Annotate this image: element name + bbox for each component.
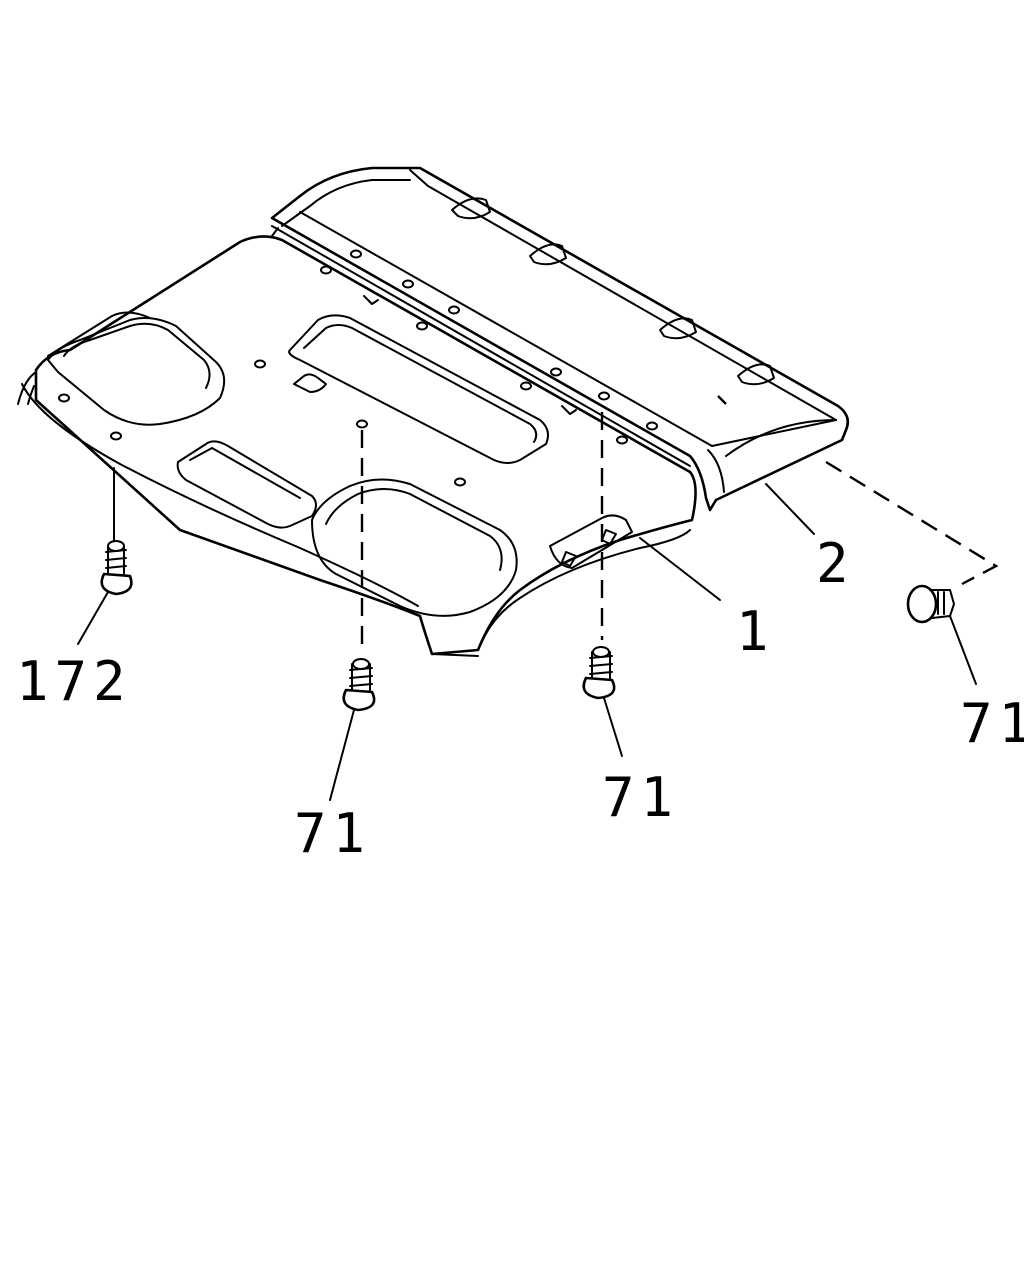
callout-clip-front-left: 172 — [16, 650, 132, 713]
clip-rear-right — [717, 395, 999, 624]
callout-clip-center-right: 71 — [602, 766, 679, 829]
clip-front-center — [342, 430, 376, 712]
leader-lines — [77, 483, 977, 801]
clip-front-left — [100, 467, 133, 596]
callout-clip-front-center: 71 — [294, 802, 371, 865]
clip-center-right — [582, 412, 616, 700]
rear-panel-part-2 — [270, 166, 850, 512]
callout-rear-panel: 2 — [816, 532, 855, 595]
callout-headliner: 1 — [736, 600, 775, 663]
callout-clip-rear-right: 71 — [960, 692, 1024, 755]
headliner-part-1 — [17, 227, 697, 657]
